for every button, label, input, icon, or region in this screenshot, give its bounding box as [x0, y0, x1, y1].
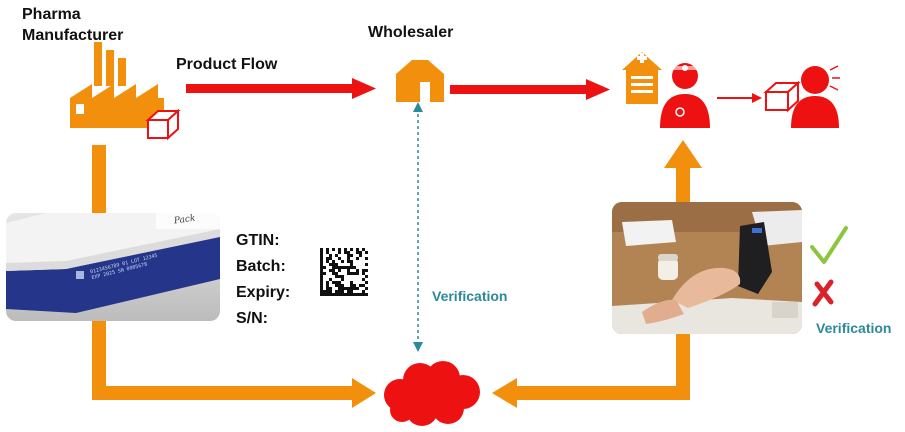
scanner-photo — [612, 202, 802, 334]
cross-icon — [812, 279, 834, 307]
gtin-label: GTIN: — [236, 232, 280, 249]
wholesaler-label: Wholesaler — [368, 24, 454, 41]
verification-label-center: Verification — [432, 288, 508, 304]
cloud-icon — [384, 361, 480, 426]
datamatrix-icon — [320, 248, 368, 296]
verification-label-right: Verification — [816, 320, 892, 336]
box-icon-delivered — [763, 80, 801, 113]
manufacturer-title-line2: Manufacturer — [22, 27, 124, 44]
factory-icon — [70, 42, 164, 128]
doctor-icon — [660, 63, 710, 128]
box-icon — [145, 108, 181, 141]
manufacturer-title: Pharma Manufacturer — [22, 4, 123, 46]
pharmacy-icon — [622, 52, 662, 104]
expiry-label: Expiry: — [236, 284, 291, 301]
manufacturer-title-line1: Pharma — [22, 6, 81, 23]
product-flow-arrow-2 — [450, 79, 610, 100]
warehouse-icon — [396, 60, 444, 102]
serial-number-label: S/N: — [236, 310, 268, 327]
check-icon — [810, 226, 848, 264]
product-flow-label: Product Flow — [176, 56, 278, 73]
product-flow-arrow-1 — [186, 78, 376, 99]
batch-label: Batch: — [236, 258, 286, 275]
verification-dotted-line — [413, 102, 423, 352]
patient-icon — [791, 65, 840, 128]
pack-printed-text: Pack — [173, 213, 197, 227]
